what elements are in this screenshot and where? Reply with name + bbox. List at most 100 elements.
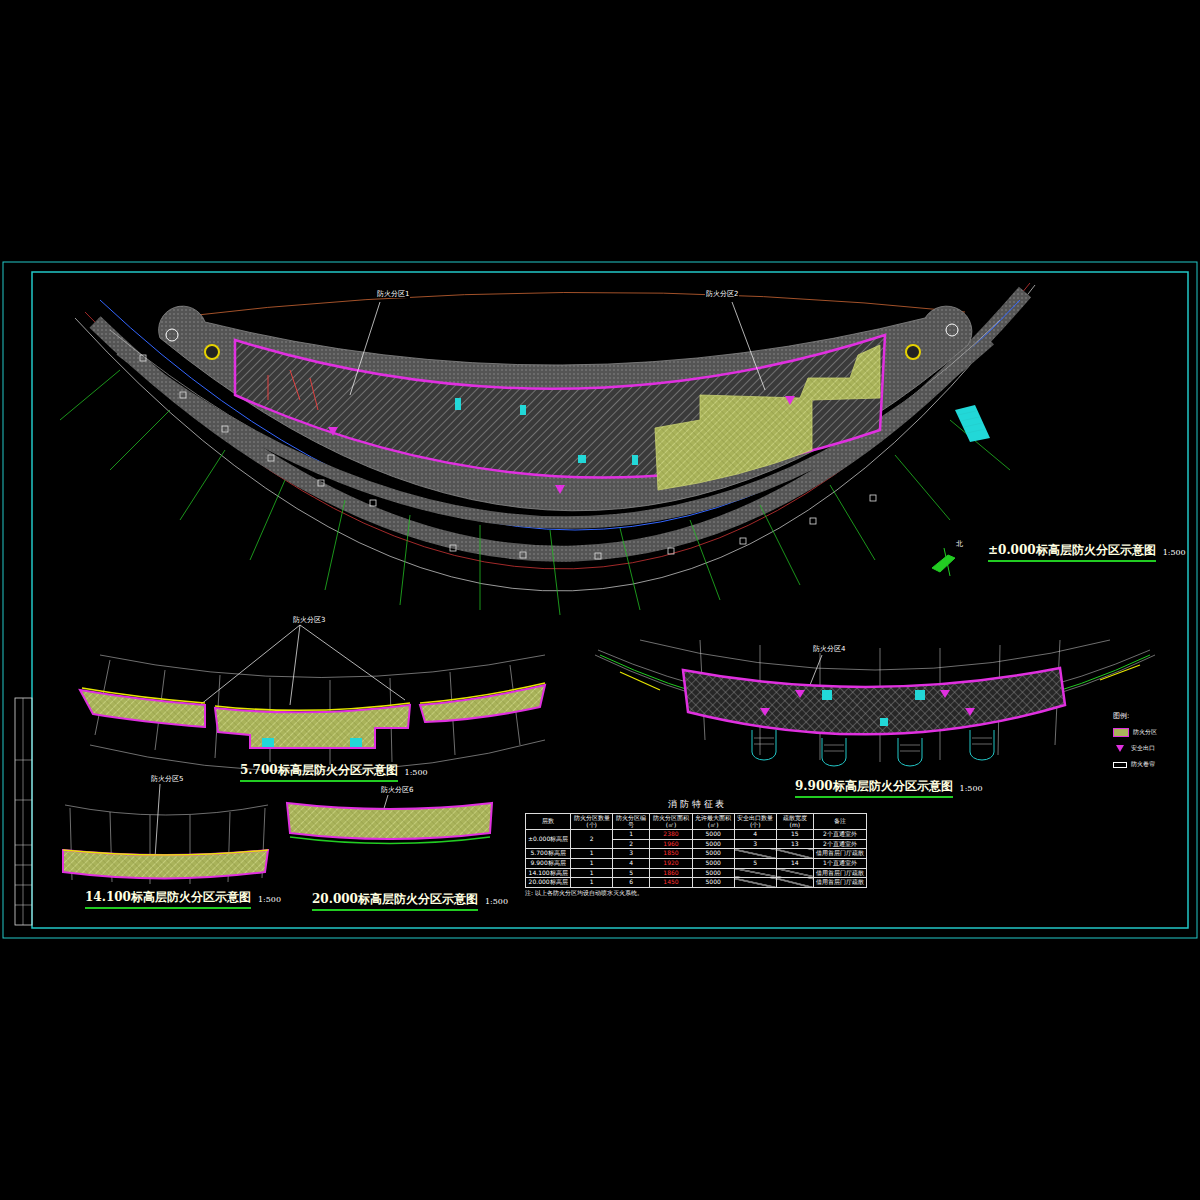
legend-text: 安全出口	[1131, 744, 1155, 753]
table-cell: 1	[571, 878, 613, 888]
table-cell: 6	[612, 878, 650, 888]
table-value: 1	[590, 850, 594, 857]
table-value: 14.100标高层	[529, 870, 568, 877]
table-cell: 安全出口数量(个)	[734, 814, 776, 830]
callout-label: 防火分区5	[150, 775, 184, 783]
table-cell: 1	[612, 830, 650, 840]
table-value: 1450	[663, 879, 678, 886]
table-header: 备注	[834, 818, 846, 825]
table-value: 13	[791, 841, 799, 848]
table-cell: 防火分区编号	[612, 814, 650, 830]
table-value: 2	[590, 836, 594, 843]
table-cell	[734, 849, 776, 859]
table-header: 疏散宽度(m)	[779, 815, 811, 828]
table-cell: 5000	[692, 858, 734, 868]
table-cell: 4	[734, 830, 776, 840]
table-header: 防火分区数量(个)	[573, 815, 610, 828]
table-value: ±0.000标高层	[528, 836, 568, 843]
table-cell: 备注	[813, 814, 866, 830]
legend-item: 安全出口	[1113, 744, 1155, 753]
table-cell: 1	[571, 868, 613, 878]
table-cell	[776, 849, 813, 859]
table-cell: 2380	[650, 830, 692, 840]
table-cell: 2个直通室外	[813, 830, 866, 840]
table-value: 2380	[663, 831, 678, 838]
table-cell: 允许最大面积(㎡)	[692, 814, 734, 830]
table-value: 5000	[706, 879, 721, 886]
table-cell: 2	[612, 839, 650, 849]
table-cell: 14.100标高层	[526, 868, 571, 878]
table-value: 4	[629, 860, 633, 867]
table-value: 3	[753, 841, 757, 848]
table-value: 1	[590, 870, 594, 877]
table-value: 6	[629, 879, 633, 886]
fire-feature-table: 层数防火分区数量(个)防火分区编号防火分区面积(㎡)允许最大面积(㎡)安全出口数…	[525, 813, 867, 888]
table-cell: 3	[612, 849, 650, 859]
table-value: 1860	[663, 870, 678, 877]
table-value: 借用首层门厅疏散	[816, 850, 864, 857]
table-value: 1960	[663, 841, 678, 848]
table-cell	[776, 868, 813, 878]
callout-label: 防火分区4	[812, 645, 846, 653]
drawing-title: 9.900标高层防火分区示意图	[795, 780, 953, 798]
table-header: 层数	[542, 818, 554, 825]
scale-label: 1:500	[405, 768, 428, 777]
table-value: 借用首层门厅疏散	[816, 879, 864, 886]
legend-swatch	[1113, 728, 1129, 737]
drawing-title: 5.700标高层防火分区示意图	[240, 764, 398, 782]
table-cell: 5	[612, 868, 650, 878]
table-cell: 5000	[692, 849, 734, 859]
table-cell	[776, 878, 813, 888]
table-cell: 疏散宽度(m)	[776, 814, 813, 830]
drawing-title: ±0.000标高层防火分区示意图	[988, 544, 1156, 562]
table-cell: 层数	[526, 814, 571, 830]
table-value: 20.000标高层	[529, 879, 568, 886]
table-value: 5000	[706, 841, 721, 848]
table-cell: ±0.000标高层	[526, 830, 571, 849]
table-value: 2个直通室外	[823, 841, 857, 848]
table-header: 安全出口数量(个)	[737, 815, 774, 828]
table-cell: 5000	[692, 839, 734, 849]
callout-label: 防火分区3	[292, 616, 326, 624]
table-cell: 1450	[650, 878, 692, 888]
table-value: 9.900标高层	[531, 860, 566, 867]
table-value: 2	[629, 841, 633, 848]
legend-item: 防火分区	[1113, 728, 1157, 737]
label: 图例:	[1113, 712, 1129, 720]
table-cell: 5	[734, 858, 776, 868]
callout-label: 防火分区1	[376, 290, 410, 298]
table-value: 5000	[706, 850, 721, 857]
table-cell: 1920	[650, 858, 692, 868]
table-value: 1850	[663, 850, 678, 857]
table-cell: 15	[776, 830, 813, 840]
table-cell: 1860	[650, 868, 692, 878]
table-cell: 13	[776, 839, 813, 849]
table-cell: 20.000标高层	[526, 878, 571, 888]
scale-label: 1:500	[258, 895, 281, 904]
table-header: 允许最大面积(㎡)	[695, 815, 732, 828]
table-value: 1	[590, 879, 594, 886]
table-value: 1920	[663, 860, 678, 867]
callout-label: 防火分区6	[380, 786, 414, 794]
scale-label: 1:500	[960, 784, 983, 793]
table-cell: 防火分区数量(个)	[571, 814, 613, 830]
table-cell: 1个直通室外	[813, 858, 866, 868]
scale-label: 1:500	[485, 897, 508, 906]
shutter-symbol	[1113, 761, 1127, 768]
table-cell: 3	[734, 839, 776, 849]
table-value: 1	[629, 831, 633, 838]
label: 北	[956, 540, 963, 548]
table-cell: 5000	[692, 868, 734, 878]
table-cell: 借用首层门厅疏散	[813, 868, 866, 878]
table-cell	[734, 878, 776, 888]
table-value: 1个直通室外	[823, 860, 857, 867]
table-value: 5.700标高层	[531, 850, 566, 857]
table-header: 防火分区编号	[615, 815, 648, 828]
table-value: 15	[791, 831, 799, 838]
table-cell: 5000	[692, 878, 734, 888]
table-cell: 2	[571, 830, 613, 849]
table-value: 5000	[706, 860, 721, 867]
drawing-title: 20.000标高层防火分区示意图	[312, 893, 478, 911]
table-cell	[734, 868, 776, 878]
